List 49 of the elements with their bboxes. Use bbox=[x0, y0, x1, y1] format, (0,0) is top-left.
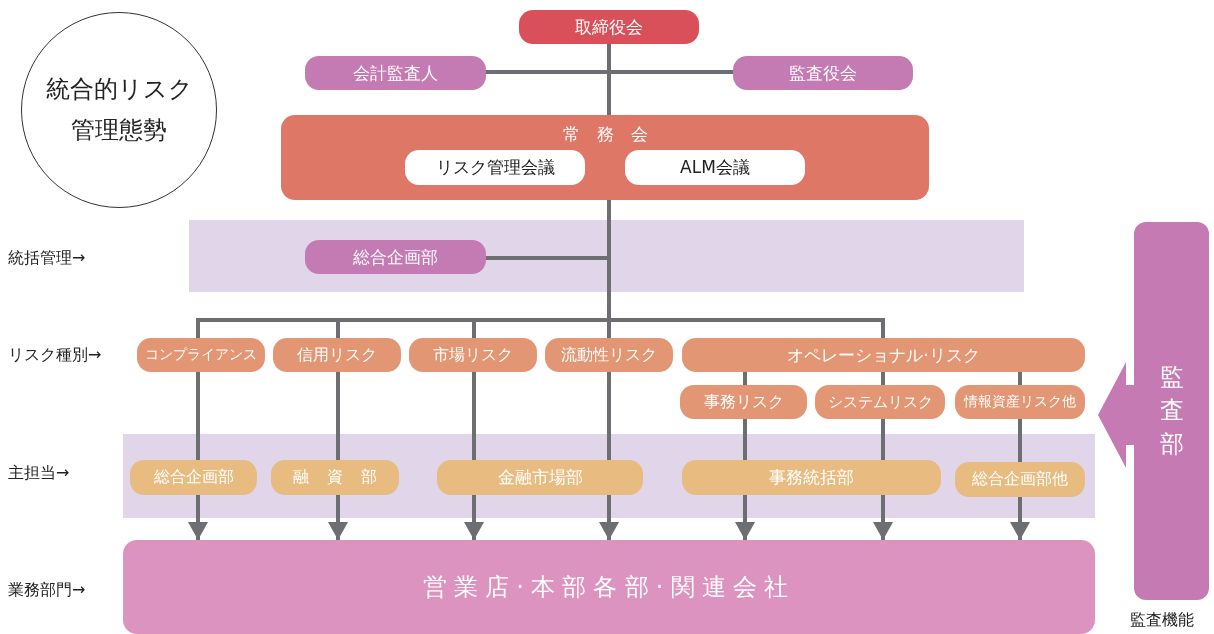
risk-box: 情報資産リスク他 bbox=[955, 385, 1085, 419]
arrow bbox=[735, 495, 755, 540]
org-box: 会計監査人 bbox=[305, 56, 486, 90]
org-box: 取締役会 bbox=[519, 10, 699, 44]
connector-line bbox=[472, 372, 476, 460]
connector-line bbox=[196, 372, 200, 460]
row-label: リスク種別→ bbox=[8, 345, 102, 366]
risk-box: システムリスク bbox=[815, 385, 945, 419]
business-band: 営業店·本部各部·関連会社 bbox=[123, 540, 1095, 634]
arrow bbox=[599, 495, 619, 540]
org-box: 総合企画部 bbox=[305, 240, 486, 274]
connector-line bbox=[1018, 372, 1022, 385]
connector-line bbox=[881, 419, 885, 460]
audit-box: 監査部 bbox=[1134, 222, 1209, 600]
row-label: 主担当→ bbox=[8, 463, 70, 484]
arrow bbox=[464, 495, 484, 540]
connector-line bbox=[1018, 419, 1022, 462]
org-box: 監査役会 bbox=[733, 56, 913, 90]
connector-line bbox=[881, 372, 885, 385]
department-box: 融資部 bbox=[271, 460, 399, 495]
block-arrow bbox=[1098, 362, 1134, 468]
circle-node: 統合的リスク管理態勢 bbox=[21, 12, 217, 208]
connector-line bbox=[743, 372, 747, 385]
box-heading: 常務会 bbox=[561, 123, 665, 146]
arrow bbox=[873, 495, 893, 540]
risk-box: 事務リスク bbox=[680, 385, 807, 419]
arrow bbox=[328, 495, 348, 540]
connector-line bbox=[743, 419, 747, 460]
risk-box: 信用リスク bbox=[273, 338, 401, 372]
department-box: 総合企画部他 bbox=[955, 462, 1085, 497]
row-label: 統括管理→ bbox=[8, 248, 86, 269]
row-band bbox=[123, 434, 1095, 518]
risk-box: 市場リスク bbox=[409, 338, 537, 372]
caption-text: 監査機能 bbox=[1130, 610, 1194, 631]
row-band bbox=[189, 220, 1024, 292]
row-label: 業務部門→ bbox=[8, 580, 86, 601]
committee-panel bbox=[281, 115, 929, 200]
risk-box: 流動性リスク bbox=[545, 338, 673, 372]
department-box: 金融市場部 bbox=[437, 460, 643, 495]
risk-box: コンプライアンス bbox=[137, 338, 265, 372]
department-box: 事務統括部 bbox=[682, 460, 941, 495]
org-box: リスク管理会議 bbox=[405, 150, 585, 185]
org-box: ALM会議 bbox=[625, 150, 805, 185]
department-box: 総合企画部 bbox=[130, 460, 257, 495]
connector-line bbox=[607, 372, 611, 460]
risk-box: オペレーショナル·リスク bbox=[682, 338, 1085, 372]
arrow bbox=[1010, 497, 1030, 540]
connector-line bbox=[336, 372, 340, 460]
arrow bbox=[188, 495, 208, 540]
